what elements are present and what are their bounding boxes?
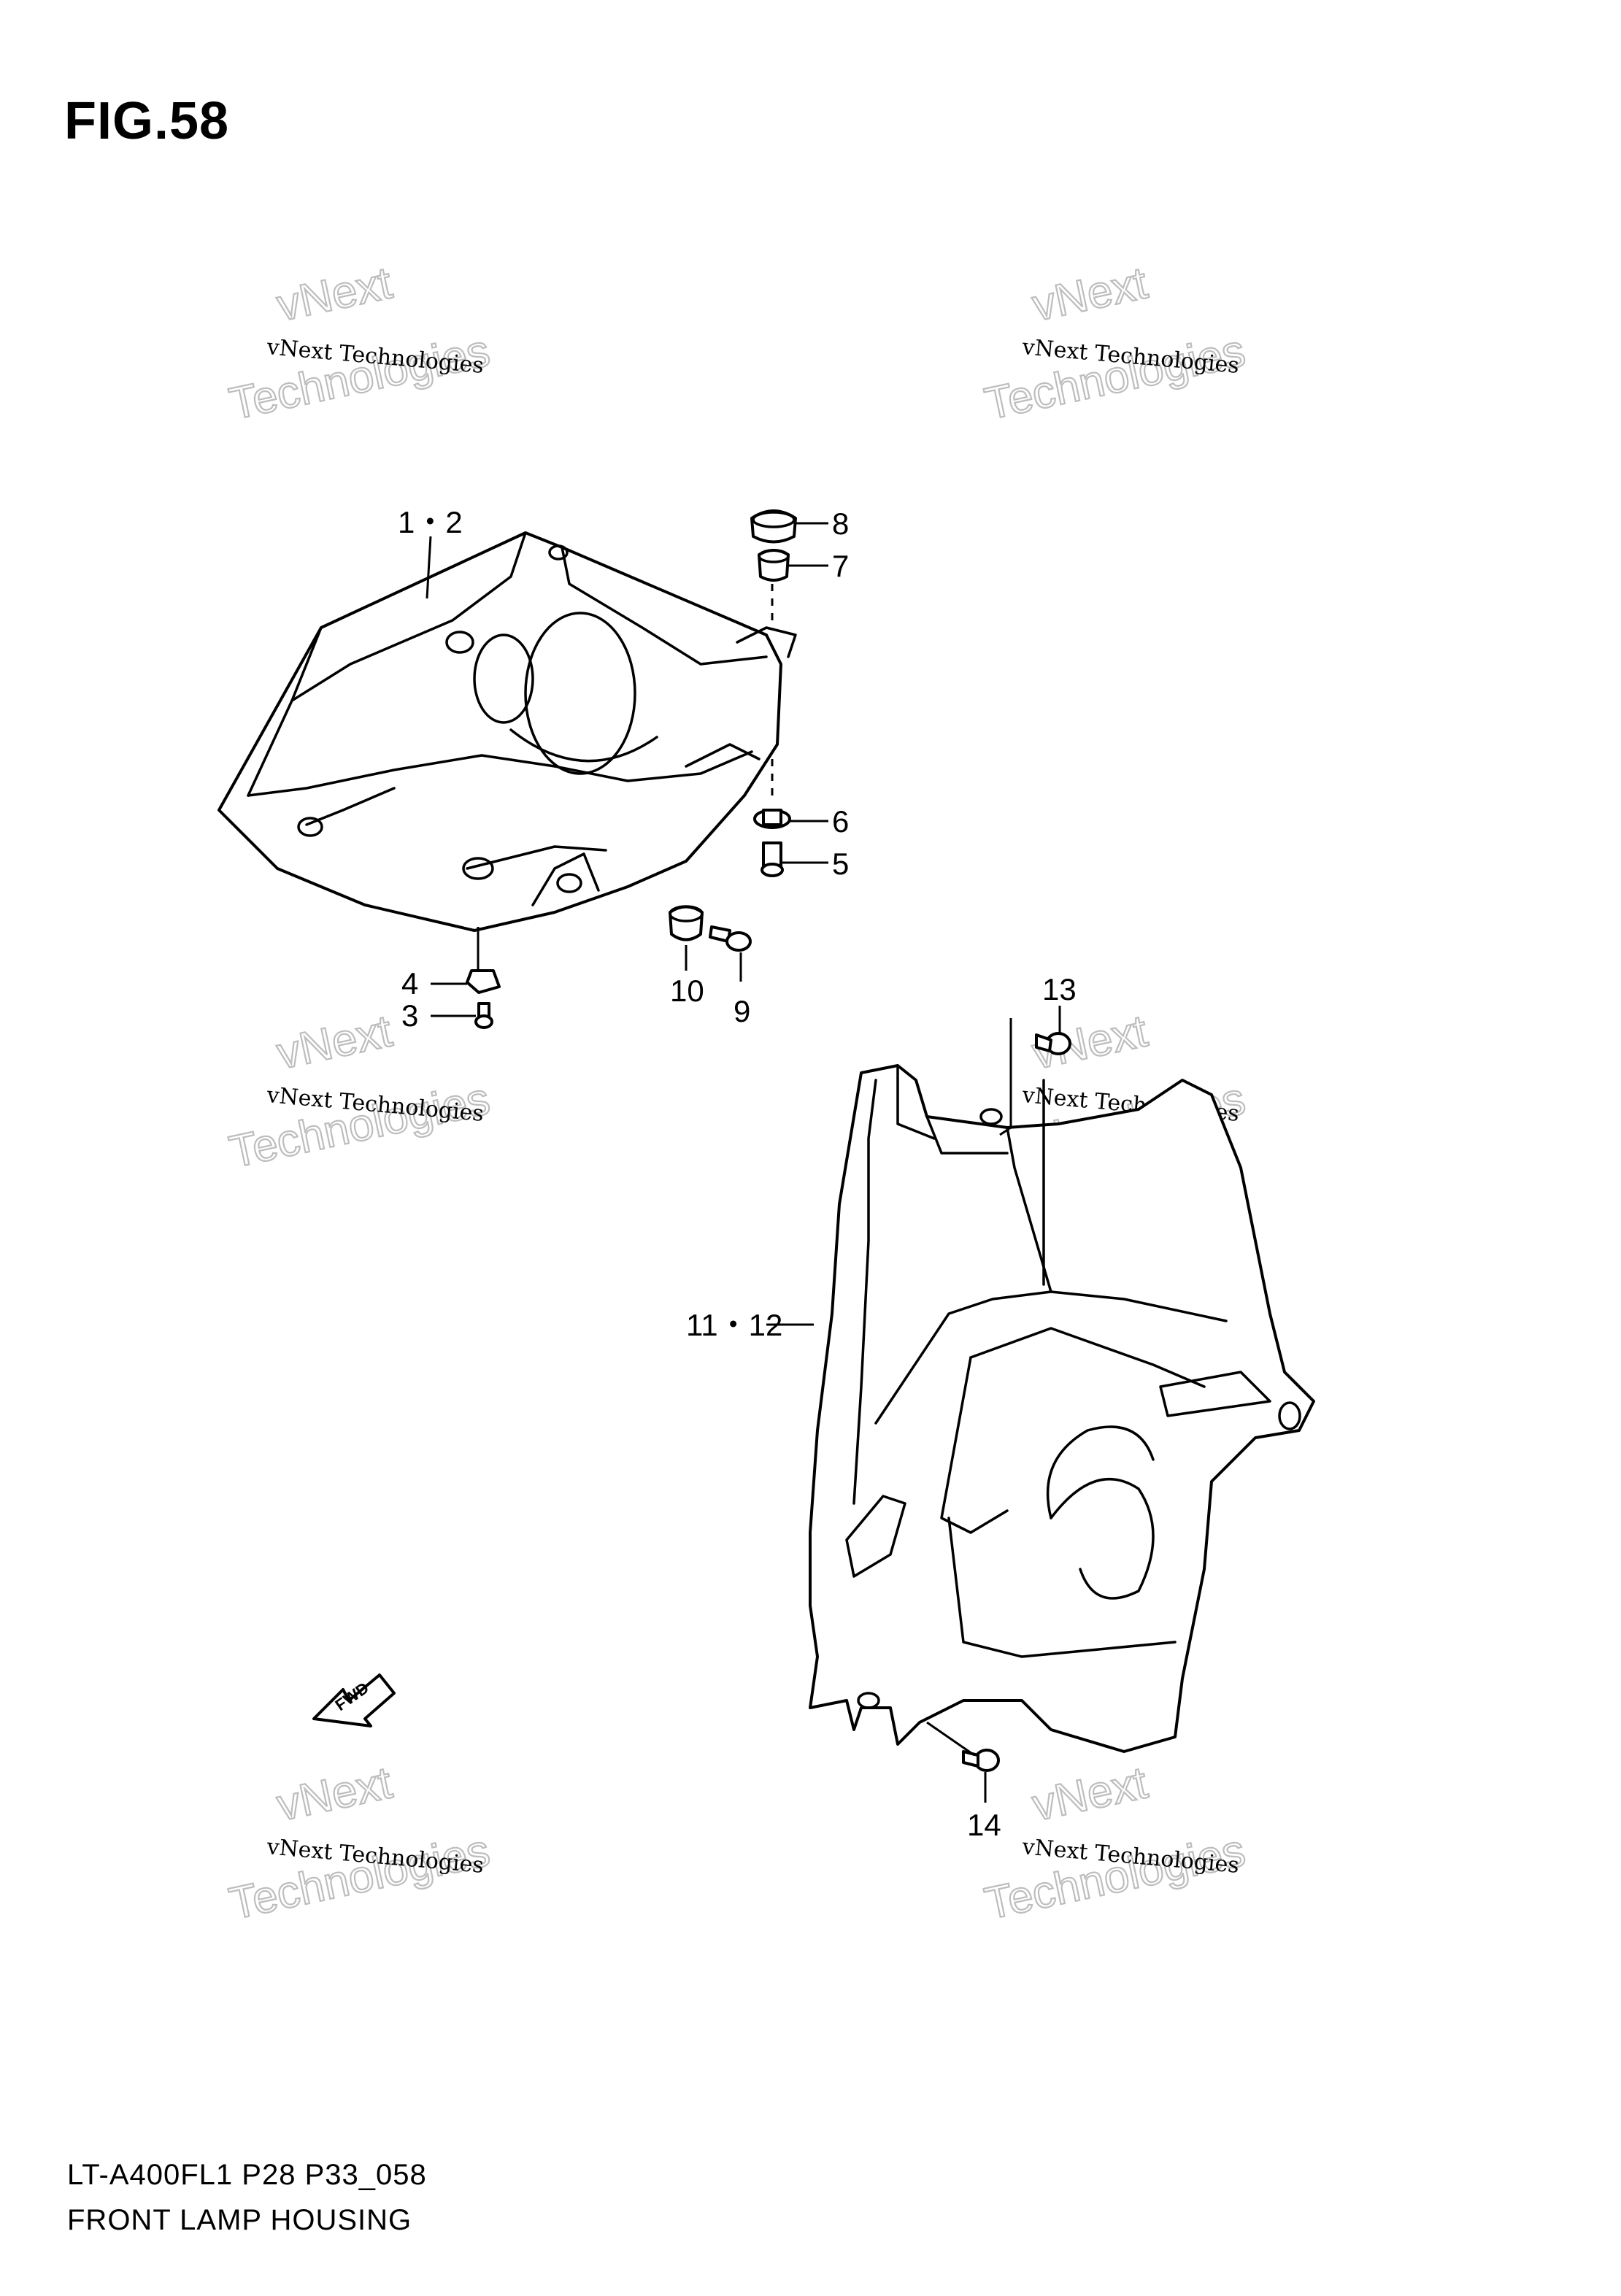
svg-text:vNext: vNext [273, 1006, 396, 1079]
watermark-bottom-left: vNext Technologies vNext Technologies [224, 1757, 495, 1930]
svg-text:Technologies: Technologies [226, 1825, 494, 1930]
hardware-nut-4 [466, 969, 501, 994]
figure-caption: FRONT LAMP HOUSING [67, 2204, 412, 2236]
svg-text:vNext: vNext [1028, 1757, 1152, 1830]
forward-direction-arrow: FWD [312, 1673, 396, 1727]
model-code: LT-A400FL1 P28 P33_058 [67, 2159, 427, 2191]
hardware-screw-5 [761, 841, 784, 877]
svg-text:vNext: vNext [273, 258, 396, 331]
hardware-clip-13 [1035, 1032, 1071, 1055]
callout-labels: 1・2 8 7 6 5 4 3 10 9 13 11・12 14 [398, 505, 1077, 1842]
svg-text:Technologies: Technologies [981, 1825, 1250, 1930]
callout-3: 3 [401, 998, 418, 1033]
watermark-bottom-right: vNext Technologies vNext Technologies [979, 1757, 1250, 1930]
assembly-axis-14 [926, 1721, 975, 1757]
callout-10: 10 [670, 974, 704, 1008]
callout-11-12: 11・12 [686, 1308, 782, 1342]
hardware-cushion-10 [669, 905, 704, 941]
callout-8: 8 [832, 506, 849, 541]
hardware-collar-7 [758, 549, 790, 582]
callout-7: 7 [832, 549, 849, 583]
hardware-bolt-9 [709, 925, 752, 952]
callout-1-2: 1・2 [398, 505, 463, 539]
svg-text:Technologies: Technologies [981, 325, 1250, 430]
watermark-top-left: vNext Technologies vNext Technologies [224, 257, 495, 431]
svg-text:vNext: vNext [273, 1757, 396, 1830]
svg-text:Technologies: Technologies [226, 325, 494, 430]
assembly-axis-13 [999, 1018, 1012, 1136]
hardware-grommet-8 [750, 509, 797, 544]
hardware-screw-3 [474, 1002, 493, 1029]
callout-6: 6 [832, 804, 849, 839]
callout-13: 13 [1042, 972, 1077, 1006]
watermark-mid-left: vNext Technologies vNext Technologies [224, 1005, 495, 1179]
lamp-housing-part [217, 531, 797, 932]
callout-4: 4 [401, 966, 418, 1001]
lower-cover-part [809, 1064, 1315, 1753]
figure-title: FIG.58 [64, 92, 230, 150]
callout-14: 14 [967, 1808, 1001, 1842]
hardware-clip-14 [962, 1749, 1000, 1772]
callout-9: 9 [734, 994, 750, 1028]
callout-leaders [426, 522, 1061, 1803]
svg-text:Technologies: Technologies [226, 1074, 494, 1178]
callout-5: 5 [832, 847, 849, 881]
leader-1-2 [426, 536, 432, 599]
hardware-washer-6 [753, 809, 791, 829]
svg-text:vNext: vNext [1028, 258, 1152, 331]
watermark-top-right: vNext Technologies vNext Technologies [979, 257, 1250, 431]
